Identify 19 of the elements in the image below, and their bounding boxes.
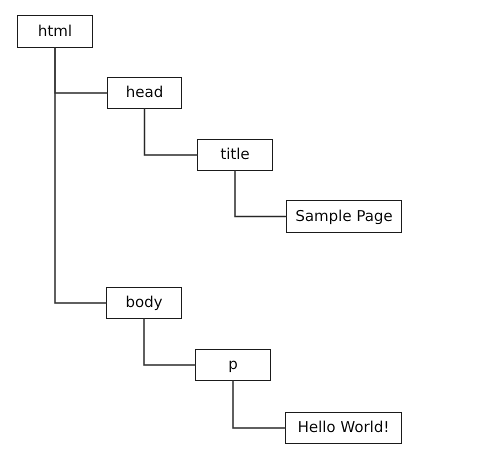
tree-node-box [197, 139, 273, 171]
node-label: body [125, 294, 163, 312]
tree-node-box [285, 412, 402, 444]
tree-node-box [195, 349, 271, 381]
tree-node-box [17, 15, 93, 48]
node-label: Sample Page [295, 208, 393, 226]
node-label: html [38, 22, 72, 40]
connector-line [144, 109, 197, 156]
node-label: Hello World! [298, 419, 390, 437]
connector-line [234, 171, 286, 218]
connector-line [232, 381, 285, 429]
connector-line [54, 48, 106, 304]
node-label: p [228, 356, 238, 374]
node-label: title [220, 146, 250, 164]
connector-line [143, 319, 195, 366]
tree-node-box [106, 287, 182, 319]
node-label: head [126, 84, 164, 102]
tree-node-box [286, 200, 402, 233]
tree-node-box [107, 77, 182, 109]
